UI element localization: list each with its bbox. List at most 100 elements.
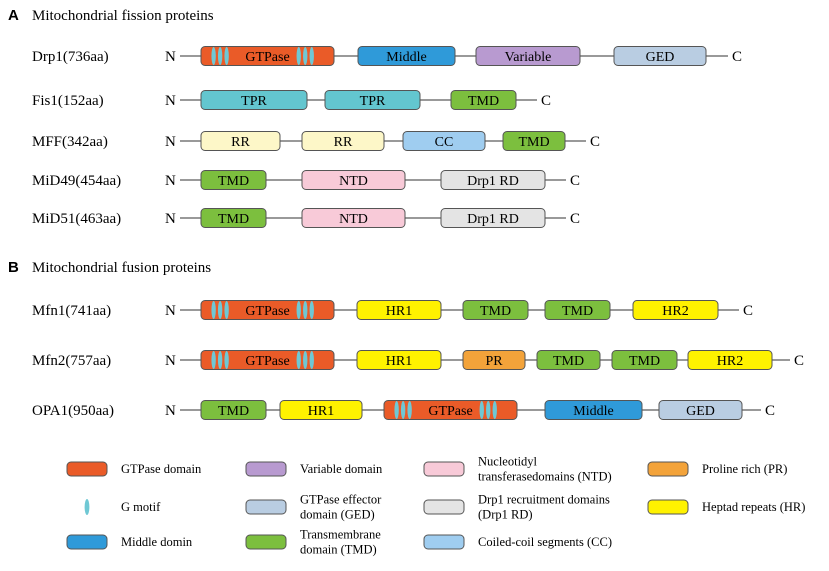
domain-ged: GED <box>613 46 707 66</box>
domain-rr: RR <box>301 131 385 151</box>
domain-box <box>544 300 611 320</box>
g-motif-stripe <box>394 401 399 419</box>
domain-label: PR <box>485 354 503 369</box>
legend-label: Coiled-coil segments (CC) <box>478 535 612 549</box>
g-motif-stripe <box>224 301 229 319</box>
domain-box <box>200 400 267 420</box>
domain-box <box>544 400 643 420</box>
domain-box <box>383 400 518 420</box>
domain-hr: HR2 <box>687 350 773 370</box>
g-motif-stripe <box>224 47 229 65</box>
domain-box <box>402 131 486 151</box>
protein-name: Mfn2(757aa) <box>32 353 111 369</box>
domain-label: GTPase <box>245 304 289 319</box>
domain-box <box>301 208 406 228</box>
domain-middle: Middle <box>357 46 456 66</box>
domain-label: HR2 <box>662 304 688 319</box>
g-motif-stripe <box>309 301 314 319</box>
domain-box <box>279 400 363 420</box>
n-terminus-label: N <box>165 173 176 189</box>
protein-name: Fis1(152aa) <box>32 93 104 109</box>
domain-box <box>536 350 601 370</box>
g-motif-stripe <box>400 401 406 419</box>
g-motif-stripe <box>492 401 497 419</box>
g-motif-stripe <box>217 301 223 319</box>
domain-box <box>357 46 456 66</box>
domain-label: Drp1 RD <box>467 174 519 189</box>
domain-pr: PR <box>462 350 526 370</box>
domain-box <box>613 46 707 66</box>
g-motif-stripe <box>211 351 216 369</box>
legend-swatch <box>423 499 465 515</box>
domain-tmd: TMD <box>200 170 267 190</box>
g-motif-stripe <box>224 351 229 369</box>
domain-box <box>200 208 267 228</box>
legend-swatch <box>245 534 287 550</box>
c-terminus-label: C <box>570 211 580 227</box>
domain-label: HR1 <box>386 304 412 319</box>
n-terminus-label: N <box>165 353 176 369</box>
g-motif-stripe <box>211 47 216 65</box>
domain-box <box>356 300 442 320</box>
domain-box <box>301 170 406 190</box>
n-terminus-label: N <box>165 49 176 65</box>
domain-label: TPR <box>241 94 267 109</box>
protein-name: Drp1(736aa) <box>32 49 109 65</box>
legend-swatch <box>84 499 90 515</box>
domain-box <box>200 170 267 190</box>
domain-box <box>502 131 566 151</box>
domain-label: GED <box>646 50 675 65</box>
domain-gtpase: GTPase <box>200 350 335 370</box>
domain-label: TMD <box>468 94 499 109</box>
g-motif-stripe <box>211 301 216 319</box>
domain-ntd: NTD <box>301 208 406 228</box>
domain-box <box>658 400 743 420</box>
c-terminus-label: C <box>590 134 600 150</box>
legend-label: domain (TMD) <box>300 543 377 557</box>
domain-ntd: NTD <box>301 170 406 190</box>
section-title: Mitochondrial fission proteins <box>32 8 214 24</box>
domain-label: HR2 <box>717 354 743 369</box>
domain-label: TPR <box>360 94 386 109</box>
g-motif-stripe <box>479 401 484 419</box>
legend-label: GTPase domain <box>121 462 202 476</box>
legend-swatch <box>647 461 689 477</box>
c-terminus-label: C <box>794 353 804 369</box>
g-motif-stripe <box>303 301 308 319</box>
domain-cc: CC <box>402 131 486 151</box>
legend-item: Drp1 recruitment domains(Drp1 RD) <box>423 493 610 522</box>
domain-box <box>450 90 517 110</box>
legend-item: GTPase domain <box>66 461 202 477</box>
domain-label: TMD <box>218 212 249 227</box>
domain-tmd: TMD <box>544 300 611 320</box>
g-motif-stripe <box>217 351 223 369</box>
domain-tmd: TMD <box>536 350 601 370</box>
domain-hr: HR1 <box>356 300 442 320</box>
domain-box <box>200 131 281 151</box>
g-motif-stripe <box>407 401 412 419</box>
n-terminus-label: N <box>165 93 176 109</box>
c-terminus-label: C <box>732 49 742 65</box>
legend-item: Middle domin <box>66 534 193 550</box>
section-title: Mitochondrial fusion proteins <box>32 260 211 276</box>
domain-box <box>632 300 719 320</box>
domain-label: TMD <box>562 304 593 319</box>
domain-box <box>200 350 335 370</box>
domain-label: TMD <box>218 174 249 189</box>
n-terminus-label: N <box>165 134 176 150</box>
n-terminus-label: N <box>165 211 176 227</box>
domain-gtpase: GTPase <box>200 300 335 320</box>
domain-label: Middle <box>386 50 426 65</box>
domain-label: RR <box>231 135 250 150</box>
protein-row: Fis1(152aa) N C TPR TPR TMD <box>32 90 551 110</box>
c-terminus-label: C <box>541 93 551 109</box>
section-letter: B <box>8 259 19 276</box>
domain-label: RR <box>334 135 353 150</box>
